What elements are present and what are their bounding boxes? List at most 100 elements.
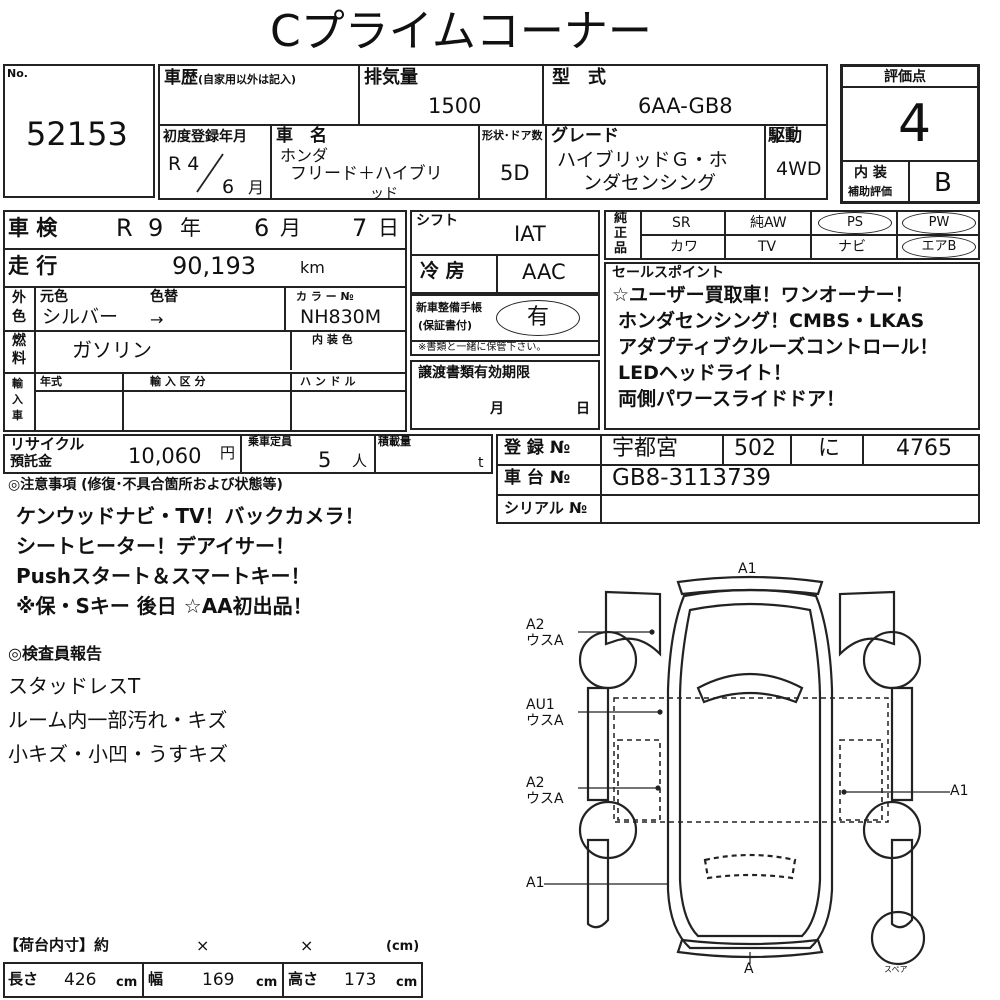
first-reg-month-unit: 月 [248,178,265,197]
header-grid [158,64,828,200]
car-name-line1: フリード＋ハイブリ [290,164,443,184]
history-label: 車歴(自家用以外は記入) [164,68,297,88]
original-color-label: 元色 [40,289,68,305]
mileage-value: 90,193 [172,252,256,280]
note-line-2: シートヒーター！デアイサー！ [16,534,295,558]
cargo-width-cm: cm [256,975,278,990]
model-type-label: 型 式 [552,67,606,88]
sales-points-label: セールスポイント [612,265,724,281]
inspection-day-unit: 日 [378,216,399,240]
mark-mid-left-2: ウスA [526,713,564,729]
sales-point-2: ホンダセンシング！CMBS・LKAS [618,310,925,332]
registration-kana: に [818,436,841,461]
score-label: 評価点 [884,69,926,85]
service-book-label-2: (保証書付) [418,319,473,332]
lot-box [3,64,155,198]
recycle-row [3,434,493,474]
recycle-value: 10,060 [128,444,202,468]
equipment-side-1: 純 [614,211,628,226]
ac-label: 冷 房 [420,260,465,282]
vehicle-info-grid [3,210,407,432]
drive-label: 駆動 [768,126,802,146]
equip-navi: ナビ [838,239,866,255]
ac-value: AAC [522,260,566,284]
mark-rear: A [744,961,754,977]
ac-box [410,254,600,294]
load-label: 積載量 [378,435,411,448]
mark-front-left-1: A2 [526,617,545,633]
service-book-note: ※書類と一緒に保管下さい。 [418,342,547,353]
sales-point-4: LEDヘッドライト！ [618,362,792,384]
interior-sub-label: 補助評価 [848,185,892,198]
transfer-docs-box [410,360,600,430]
inspection-day: 7 [352,214,368,242]
color-arrow: → [150,310,164,329]
import-year-label: 年式 [40,375,62,388]
mark-front: A1 [738,561,757,577]
note-line-1: ケンウッドナビ・TV！バックカメラ！ [16,504,365,528]
equip-leather: カワ [670,239,698,255]
score-box [840,64,980,204]
equip-ps: PS [818,212,892,234]
lot-label: No. [7,67,28,80]
mileage-unit: km [300,258,325,277]
color-label-2: 色 [12,309,26,325]
capacity-label: 乗車定員 [248,435,292,448]
cargo-length-label: 長さ [8,970,39,988]
cargo-length-cm: cm [116,975,138,990]
equip-airbag: エアB [902,236,976,258]
interior-color-label: 内 装 色 [312,333,353,346]
serial-label: シリアル № [504,499,588,517]
grade-line2: ンダセンシング [583,172,717,194]
doors-label: 形状･ドア数 [482,129,543,142]
lot-number: 52153 [26,115,128,153]
mark-front-left-2: ウスA [526,633,564,649]
fuel-value: ガソリン [72,338,152,362]
capacity-value: 5 [318,448,332,472]
cargo-times-1: × [196,936,210,955]
note-line-3: Pushスタート＆スマートキー！ [16,564,311,588]
model-type-value: 6AA-GB8 [638,94,733,118]
color-label-1: 外 [12,290,26,306]
car-maker: ホンダ [280,146,329,165]
grade-label: グレード [551,126,619,146]
inspector-heading: ◎検査員報告 [8,644,102,663]
notes-heading: ◎注意事項 (修復･不具合箇所および状態等) [8,477,283,493]
sales-points-box [604,262,980,430]
import-label-1: 輸 [12,377,23,390]
drive-value: 4WD [776,158,822,180]
inspection-year-unit: 年 [180,216,201,240]
first-reg-label: 初度登録年月 [163,129,247,145]
equipment-side-2: 正 [614,226,628,241]
cargo-width: 169 [202,970,235,990]
inspection-era: R [116,214,133,242]
inspection-year: 9 [148,214,164,242]
registration-grid [496,434,980,524]
mark-rear-bumper-left: A1 [526,875,545,891]
slash-divider [196,153,224,193]
cargo-height-label: 高さ [288,970,319,988]
first-reg-year: R 4 [168,153,200,175]
recycle-label-1: リサイクル [10,435,85,453]
equip-aw: 純AW [750,215,787,231]
mileage-label: 走 行 [8,254,58,278]
recycle-label-2: 預託金 [10,454,52,470]
sales-point-3: アダプティブクルーズコントロール！ [618,336,939,358]
mark-rear-right: A1 [950,783,969,799]
spare-label: スペア [884,965,908,974]
car-name-line2: ッド [370,186,398,202]
recycle-unit: 円 [220,444,236,462]
color-value: シルバー [42,306,119,328]
repaint-label: 色替 [150,289,178,305]
page-title: Cプライムコーナー [270,6,652,57]
shift-value: IAT [514,222,546,246]
color-code-label: カ ラ ー № [296,290,354,303]
shift-label: シフト [416,213,458,229]
inspection-month: 6 [254,214,270,242]
doors-value: 5D [500,161,530,185]
inspector-line-1: スタッドレスT [8,674,141,698]
equip-sr: SR [672,215,691,231]
inspection-label: 車 検 [8,216,58,240]
mark-rear-left-1: A2 [526,775,545,791]
car-name-label: 車 名 [276,126,327,146]
